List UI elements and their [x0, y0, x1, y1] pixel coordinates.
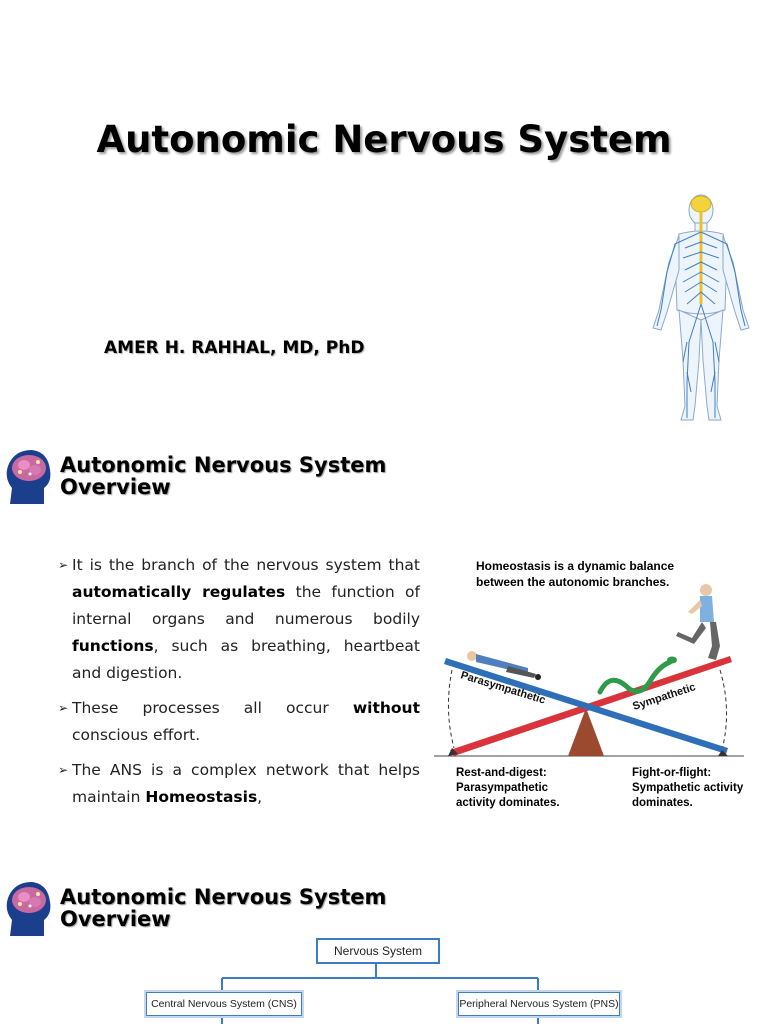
fight-flight-caption-line1: Fight-or-flight: — [632, 767, 711, 779]
bullet-text: These processes all occur — [72, 699, 353, 717]
bullet-text: the function of internal organs and nume… — [72, 583, 420, 628]
arrow-bullet-icon: ➢ — [58, 763, 69, 777]
bullet-text: conscious effort. — [72, 726, 201, 744]
fulcrum — [568, 708, 604, 756]
overview-slide-2: Autonomic Nervous System Overview Nervou… — [0, 860, 768, 1024]
pns-box: Peripheral Nervous System (PNS) — [458, 992, 620, 1016]
rest-digest-caption-line2: Parasympathetic — [456, 782, 549, 794]
slide-title: Autonomic Nervous System — [96, 118, 672, 161]
section-title-line1: Autonomic Nervous System — [60, 453, 387, 477]
nervous-system-box: Nervous System — [316, 938, 440, 964]
section-title-line2: Overview — [60, 475, 171, 499]
pns-label: Peripheral Nervous System (PNS) — [459, 998, 619, 1010]
brain-head-icon — [6, 882, 51, 936]
fight-flight-caption-line2: Sympathetic activity — [632, 782, 744, 794]
brain-head-icon — [6, 450, 51, 504]
bullet-text: It is the branch of the nervous system t… — [72, 556, 420, 574]
arrow-bullet-icon: ➢ — [58, 558, 69, 572]
arrow-bullet-icon: ➢ — [58, 701, 69, 715]
bullet-bold-text: Homeostasis — [145, 788, 258, 806]
diagram-caption-line2: between the autonomic branches. — [476, 575, 669, 589]
resting-person-icon — [467, 651, 541, 680]
bullet-bold-text: without — [352, 699, 420, 717]
bullet-text: The ANS is a complex network that helps … — [72, 761, 420, 806]
right-arrowhead — [718, 750, 728, 756]
cns-label: Central Nervous System (CNS) — [151, 998, 297, 1010]
bullet-text: , — [257, 788, 263, 806]
rest-digest-caption-line1: Rest-and-digest: — [456, 767, 547, 779]
diagram-caption-line1: Homeostasis is a dynamic balance — [476, 559, 674, 573]
blue-plank — [444, 658, 728, 754]
human-nervous-system-figure — [652, 194, 750, 421]
overview-slide: Autonomic Nervous System Overview ➢ It i… — [0, 430, 768, 850]
section-title: Autonomic Nervous System Overview — [60, 886, 386, 930]
bullet-bold-text: automatically regulates — [72, 583, 286, 601]
author-name: AMER H. RAHHAL, MD, PhD — [104, 338, 365, 358]
nervous-system-label: Nervous System — [333, 944, 423, 958]
bullet-item: ➢ These processes all occur without cons… — [58, 695, 420, 749]
running-person-icon — [676, 584, 720, 660]
bullet-list: ➢ It is the branch of the nervous system… — [58, 552, 420, 819]
bullet-bold-text: functions — [72, 637, 154, 655]
snake-icon — [597, 659, 673, 695]
section-title-line2: Overview — [60, 907, 171, 931]
title-slide: Autonomic Nervous System AMER H. RAHHAL,… — [0, 0, 768, 430]
snake-head — [667, 656, 677, 664]
right-arc — [719, 669, 727, 751]
fight-flight-caption-line3: dominates. — [632, 797, 693, 809]
flow-connectors — [221, 962, 539, 1024]
left-arrowhead — [448, 748, 458, 756]
rest-digest-caption-line3: activity dominates. — [456, 797, 560, 809]
left-arc — [447, 669, 455, 749]
bullet-text: , such as breathing, heartbeat and diges… — [72, 637, 420, 682]
section-title-line1: Autonomic Nervous System — [60, 885, 387, 909]
cns-box: Central Nervous System (CNS) — [146, 992, 302, 1016]
section-title: Autonomic Nervous System Overview — [60, 454, 386, 498]
bullet-item: ➢ The ANS is a complex network that help… — [58, 757, 420, 811]
homeostasis-seesaw-diagram: Homeostasis is a dynamic balance between… — [434, 559, 744, 809]
bullet-item: ➢ It is the branch of the nervous system… — [58, 552, 420, 687]
